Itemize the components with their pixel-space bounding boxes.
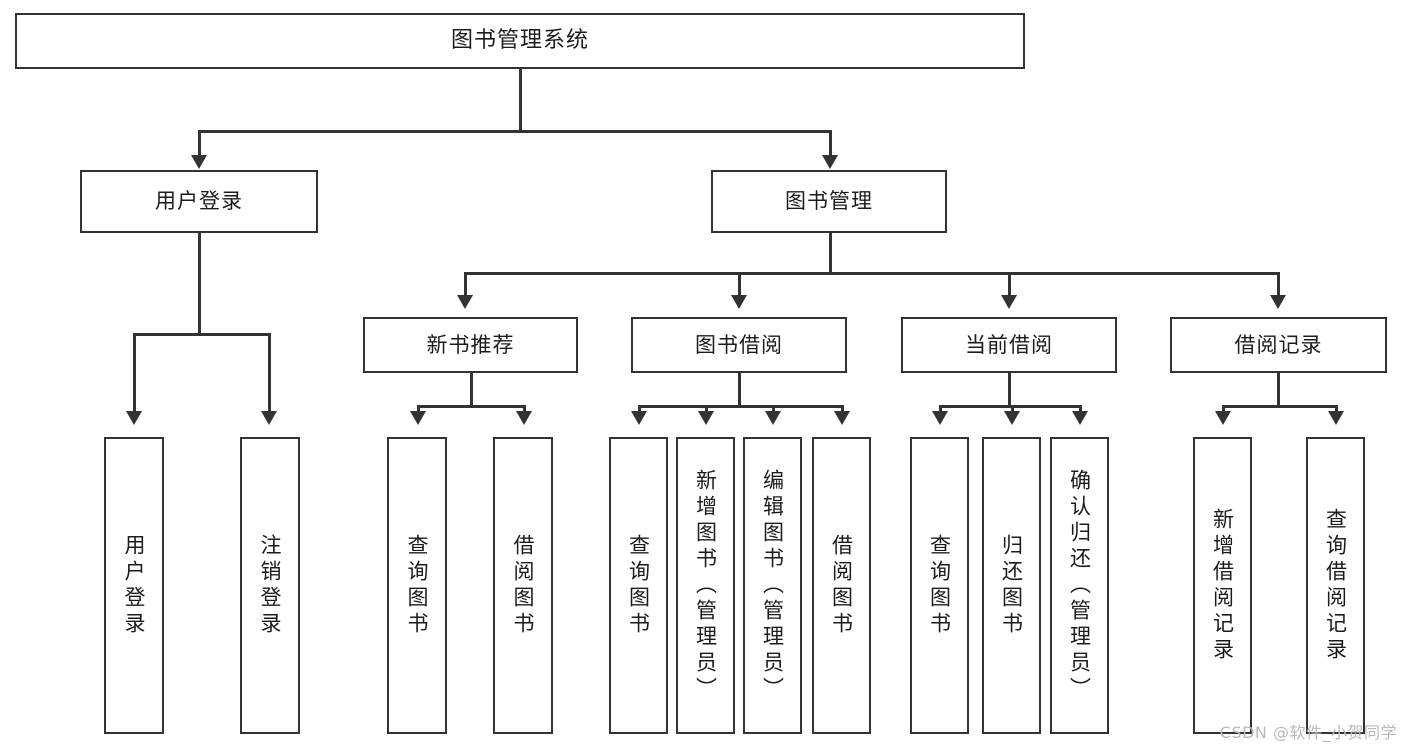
arrowhead-cb-return-book — [1004, 411, 1020, 425]
node-label: 确认归还（管理员） — [1067, 468, 1092, 703]
connector-cb-drop-1 — [939, 405, 942, 414]
connector-cb-stem — [1008, 373, 1011, 407]
connector-bm-drop-new-book — [464, 272, 467, 297]
arrowhead-bb-edit-book — [765, 411, 781, 425]
arrowhead-leaf-logout — [261, 411, 277, 425]
connector-br-bus — [1222, 405, 1337, 408]
connector-bm-drop-borrow — [738, 272, 741, 297]
connector-nbr-drop-1 — [417, 405, 420, 414]
node-label: 新增图书（管理员） — [693, 468, 718, 703]
leaf-logout[interactable]: 注销登录 — [240, 437, 300, 734]
node-book-management[interactable]: 图书管理 — [711, 170, 947, 233]
leaf-br-add-record[interactable]: 新增借阅记录 — [1193, 437, 1252, 734]
node-label: 查询图书 — [626, 533, 651, 638]
node-label: 编辑图书（管理员） — [760, 468, 785, 703]
connector-root-to-user-login — [198, 130, 201, 158]
leaf-cb-confirm-return[interactable]: 确认归还（管理员） — [1050, 437, 1109, 734]
leaf-bb-edit-book[interactable]: 编辑图书（管理员） — [743, 437, 802, 734]
connector-cb-bus — [939, 405, 1081, 408]
node-label: 查询借阅记录 — [1323, 507, 1348, 664]
connector-bb-drop-3 — [772, 405, 775, 414]
node-label: 用户登录 — [155, 189, 243, 214]
connector-bm-drop-current — [1008, 272, 1011, 297]
node-label: 借阅记录 — [1234, 332, 1323, 357]
leaf-nbr-borrow-book[interactable]: 借阅图书 — [493, 437, 553, 734]
arrowhead-cb-confirm-return — [1072, 411, 1088, 425]
arrowhead-book-manage — [822, 155, 838, 169]
node-label: 图书借阅 — [695, 332, 783, 357]
arrowhead-nbr-borrow-book — [516, 411, 532, 425]
node-label: 归还图书 — [999, 533, 1024, 638]
connector-user-login-stem — [198, 233, 201, 335]
node-root-system[interactable]: 图书管理系统 — [15, 13, 1025, 69]
connector-cb-drop-3 — [1079, 405, 1082, 414]
leaf-cb-return-book[interactable]: 归还图书 — [982, 437, 1041, 734]
node-current-borrow[interactable]: 当前借阅 — [901, 317, 1117, 373]
arrowhead-user-login — [191, 155, 207, 169]
connector-user-login-bus — [133, 333, 270, 336]
connector-bb-bus — [638, 405, 843, 408]
leaf-nbr-query-book[interactable]: 查询图书 — [387, 437, 447, 734]
connector-root-to-book-manage — [829, 130, 832, 158]
connector-br-drop-1 — [1222, 405, 1225, 414]
connector-user-login-drop-1 — [133, 333, 136, 414]
node-label: 查询图书 — [405, 533, 430, 638]
arrowhead-cb-query-book — [932, 411, 948, 425]
arrowhead-br-query-record — [1328, 411, 1344, 425]
node-label: 图书管理 — [785, 189, 873, 214]
connector-root-bus — [198, 130, 831, 133]
connector-user-login-drop-2 — [268, 333, 271, 414]
node-label: 新书推荐 — [426, 332, 515, 357]
leaf-cb-query-book[interactable]: 查询图书 — [910, 437, 969, 734]
leaf-bb-borrow-book[interactable]: 借阅图书 — [812, 437, 871, 734]
node-borrow-record[interactable]: 借阅记录 — [1170, 317, 1387, 373]
node-label: 注销登录 — [258, 533, 283, 638]
connector-bb-drop-2 — [705, 405, 708, 414]
connector-br-drop-2 — [1335, 405, 1338, 414]
connector-nbr-stem — [470, 373, 473, 407]
arrowhead-bb-borrow-book — [834, 411, 850, 425]
arrowhead-nbr-query-book — [410, 411, 426, 425]
leaf-bb-query-book[interactable]: 查询图书 — [609, 437, 668, 734]
arrowhead-borrow-record — [1270, 295, 1286, 309]
arrowhead-new-book-recommend — [457, 295, 473, 309]
connector-nbr-drop-2 — [523, 405, 526, 414]
connector-nbr-bus — [417, 405, 525, 408]
connector-bb-drop-1 — [638, 405, 641, 414]
node-label: 借阅图书 — [829, 533, 854, 638]
node-user-login[interactable]: 用户登录 — [80, 170, 318, 233]
connector-root-stem — [519, 69, 522, 131]
connector-bb-drop-4 — [841, 405, 844, 414]
connector-br-stem — [1277, 373, 1280, 407]
node-label: 图书管理系统 — [450, 28, 589, 54]
arrowhead-bb-query-book — [631, 411, 647, 425]
arrowhead-br-add-record — [1215, 411, 1231, 425]
leaf-user-login[interactable]: 用户登录 — [104, 437, 164, 734]
arrowhead-leaf-user-login — [126, 411, 142, 425]
node-book-borrow[interactable]: 图书借阅 — [631, 317, 847, 373]
arrowhead-current-borrow — [1001, 295, 1017, 309]
node-label: 查询图书 — [927, 533, 952, 638]
connector-bb-stem — [738, 373, 741, 407]
arrowhead-bb-add-book — [698, 411, 714, 425]
leaf-br-query-record[interactable]: 查询借阅记录 — [1306, 437, 1365, 734]
arrowhead-book-borrow — [731, 295, 747, 309]
connector-book-manage-stem — [829, 233, 832, 274]
node-label: 当前借阅 — [965, 332, 1053, 357]
connector-cb-drop-2 — [1011, 405, 1014, 414]
leaf-bb-add-book[interactable]: 新增图书（管理员） — [676, 437, 735, 734]
node-new-book-recommend[interactable]: 新书推荐 — [363, 317, 578, 373]
node-label: 用户登录 — [122, 533, 147, 638]
connector-bm-drop-record — [1277, 272, 1280, 297]
node-label: 借阅图书 — [511, 533, 536, 638]
node-label: 新增借阅记录 — [1210, 507, 1235, 664]
connector-book-manage-bus — [464, 272, 1279, 275]
